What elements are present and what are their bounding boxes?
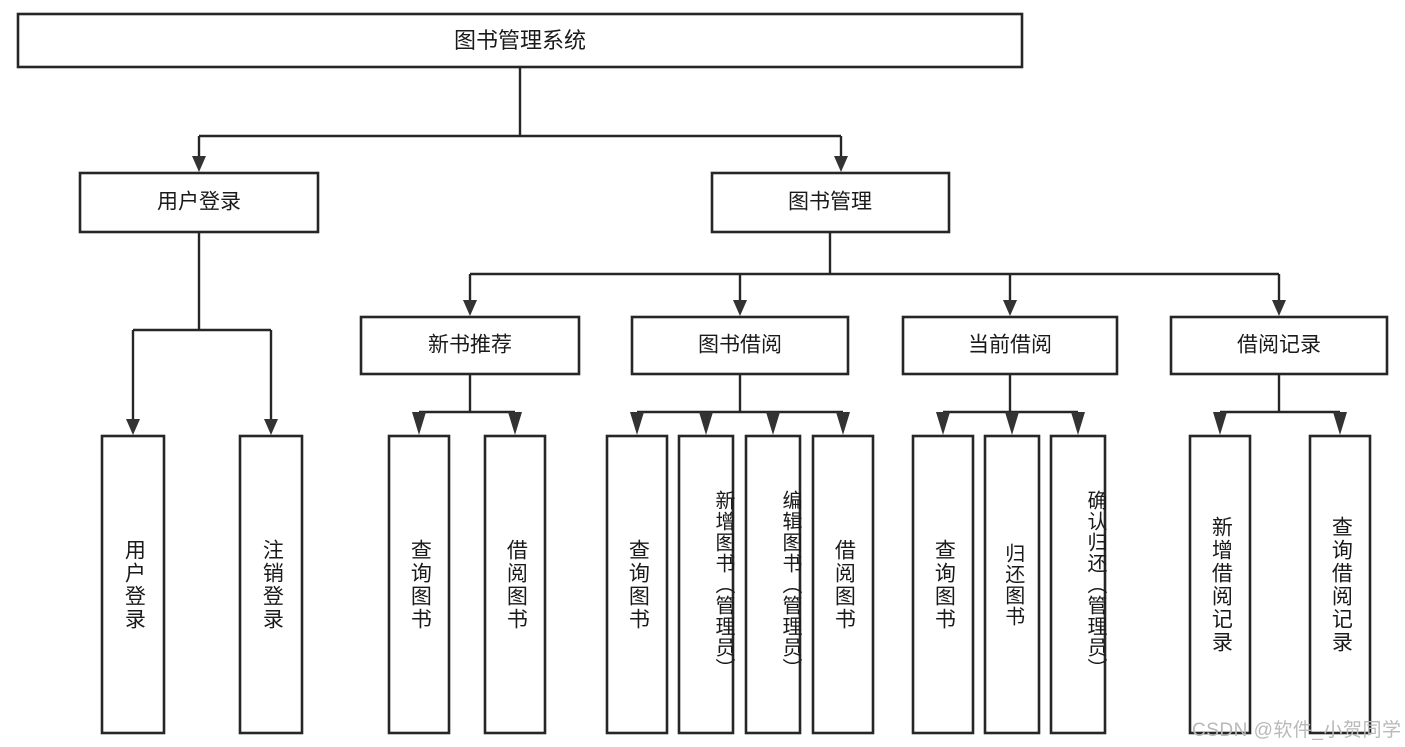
user-login-label: 用户登录 xyxy=(157,191,241,214)
current-borrow-box[interactable] xyxy=(901,315,1119,376)
leaf-box-borrow-book-2[interactable] xyxy=(811,434,875,735)
root-label: 图书管理系统 xyxy=(454,28,586,53)
current-borrow-label: 当前借阅 xyxy=(968,334,1052,357)
leaf-box-confirm-return[interactable] xyxy=(1049,434,1107,735)
leaf-boxes[interactable] xyxy=(100,434,1372,735)
leaf-box-logout[interactable] xyxy=(238,434,304,735)
root-box[interactable] xyxy=(16,12,1024,69)
node-user-login[interactable]: 用户登录 xyxy=(78,171,320,234)
connector-root-to-level2 xyxy=(192,67,848,172)
book-management-box[interactable] xyxy=(710,171,951,234)
leaf-box-query-record[interactable] xyxy=(1308,434,1372,735)
connector-current-borrow-to-leaves xyxy=(936,374,1085,435)
csdn-watermark: CSDN @软件_小贺同学 xyxy=(1192,720,1402,741)
connector-borrow-record-to-leaves xyxy=(1213,374,1347,435)
leaf-box-edit-book[interactable] xyxy=(744,434,802,735)
connector-book-management-to-level3 xyxy=(463,232,1286,316)
node-current-borrow[interactable]: 当前借阅 xyxy=(901,315,1119,376)
borrow-record-label: 借阅记录 xyxy=(1237,334,1321,357)
node-new-book-recommend[interactable]: 新书推荐 xyxy=(359,315,581,376)
book-management-label: 图书管理 xyxy=(788,191,872,214)
leaf-box-add-book[interactable] xyxy=(677,434,735,735)
node-root[interactable]: 图书管理系统 xyxy=(16,12,1024,69)
node-book-management[interactable]: 图书管理 xyxy=(710,171,951,234)
leaf-box-user-login[interactable] xyxy=(100,434,166,735)
leaf-box-query-book-3[interactable] xyxy=(911,434,975,735)
connector-book-borrow-to-leaves xyxy=(630,374,850,435)
leaf-box-query-book-2[interactable] xyxy=(605,434,669,735)
book-borrow-label: 图书借阅 xyxy=(698,334,782,357)
new-book-recommend-label: 新书推荐 xyxy=(428,334,512,357)
leaf-box-return-book[interactable] xyxy=(983,434,1041,735)
leaf-box-add-record[interactable] xyxy=(1188,434,1252,735)
user-login-box[interactable] xyxy=(78,171,320,234)
new-book-recommend-box[interactable] xyxy=(359,315,581,376)
connector-new-book-recommend-to-leaves xyxy=(412,374,522,435)
book-borrow-box[interactable] xyxy=(630,315,850,376)
node-book-borrow[interactable]: 图书借阅 xyxy=(630,315,850,376)
leaf-box-borrow-book-1[interactable] xyxy=(483,434,547,735)
node-borrow-record[interactable]: 借阅记录 xyxy=(1169,315,1389,376)
borrow-record-box[interactable] xyxy=(1169,315,1389,376)
connector-user-login-to-leaves xyxy=(126,232,278,435)
leaf-box-query-book-1[interactable] xyxy=(387,434,451,735)
